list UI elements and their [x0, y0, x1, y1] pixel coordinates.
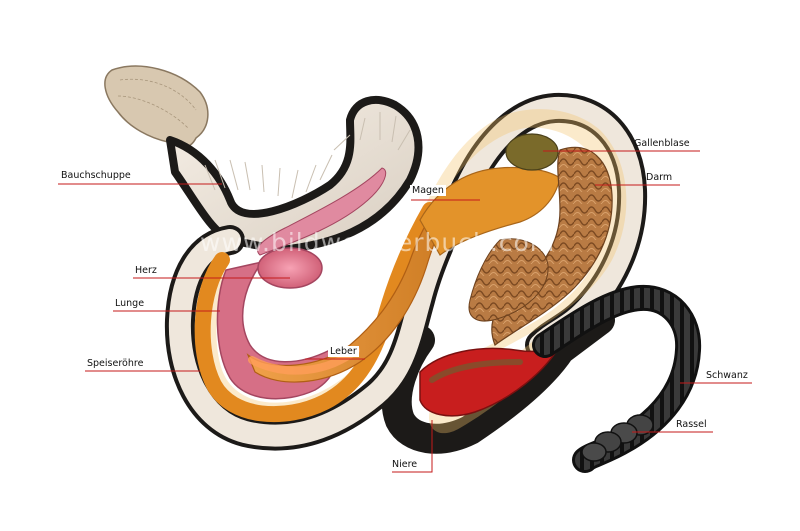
- leader-niere: [392, 420, 433, 473]
- label-schwanz: Schwanz: [706, 370, 748, 381]
- intestine-lower: [468, 238, 549, 322]
- label-niere: Niere: [392, 459, 418, 470]
- label-lunge: Lunge: [115, 298, 145, 309]
- label-darm: Darm: [646, 172, 673, 183]
- label-gallenblase: Gallenblase: [634, 138, 690, 149]
- rattle: [581, 414, 654, 462]
- label-bauchschuppe: Bauchschuppe: [61, 170, 131, 181]
- snake-head: [104, 65, 209, 149]
- label-rassel: Rassel: [676, 419, 707, 430]
- label-herz: Herz: [135, 265, 157, 276]
- leader-lines: [58, 150, 752, 473]
- snake-body-outer: [164, 92, 648, 454]
- esophagus: [194, 202, 438, 423]
- label-magen: Magen: [410, 185, 446, 196]
- lung-upper: [257, 167, 387, 256]
- label-leber: Leber: [328, 346, 359, 357]
- label-speiseroehre: Speiseröhre: [87, 358, 144, 369]
- ventral-scale-lines: [204, 112, 411, 199]
- gallbladder: [505, 133, 559, 171]
- watermark: www.bildwoerterbuch.com: [200, 228, 556, 257]
